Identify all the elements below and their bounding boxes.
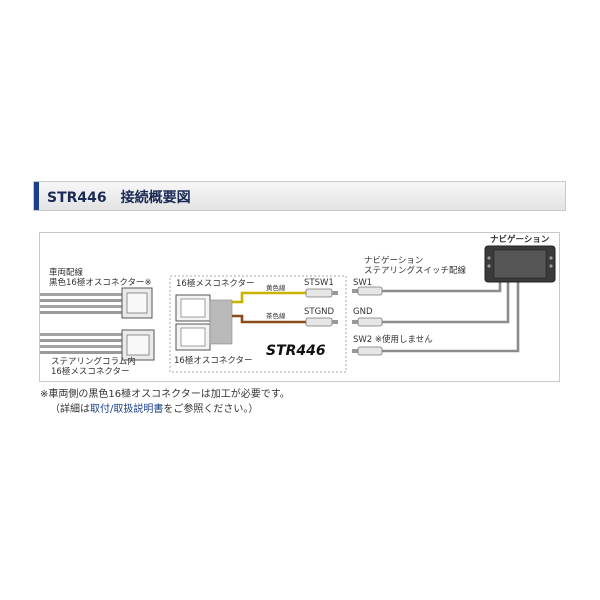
manual-link[interactable]: 取付/取扱説明書 [90, 404, 164, 415]
brown-wire [232, 314, 306, 324]
stgnd-label: STGND [304, 307, 335, 317]
product-female-16pin-connector [175, 294, 211, 322]
vehicle-connector-label-line1: 車両配線 [49, 268, 84, 278]
nav-sw1-wire [382, 282, 502, 293]
nav-wiring-label-line2: ステアリングスイッチ配線 [364, 266, 467, 276]
nav-wiring-label-line1: ナビゲーション [364, 256, 424, 266]
nav-wiring-label: ナビゲーション ステアリングスイッチ配線 [364, 256, 466, 276]
column-connector-label-line2: 16極メスコネクター [51, 367, 130, 377]
column-connector-label: ステアリングコラム内 16極メスコネクター [51, 357, 136, 377]
column-female-16pin-connector [121, 329, 155, 361]
note-see-manual: （詳細は取付/取扱説明書をご参照ください。） [50, 403, 258, 416]
male16-label: 16極オスコネクター [174, 356, 253, 366]
stsw1-label: STSW1 [304, 278, 334, 288]
sw2-label: SW2 ※使用しません [353, 335, 433, 345]
gnd-label: GND [353, 307, 373, 317]
stgnd-terminal [305, 317, 338, 327]
vehicle-male-16pin-connector [121, 287, 153, 319]
product-harness [209, 299, 233, 345]
yellow-wire [232, 291, 306, 304]
note-processing-required: ※車両側の黒色16極オスコネクターは加工が必要です。 [40, 389, 290, 400]
vehicle-connector-label-line2: 黒色16極オスコネクター※ [49, 278, 152, 288]
note-prefix: （詳細は [50, 404, 90, 415]
nav-gnd-wire [382, 282, 510, 324]
product-outline [169, 275, 347, 373]
yellow-wire-label: 黄色線 [266, 284, 286, 292]
navigation-unit [484, 245, 556, 283]
nav-sw2-wire [382, 282, 520, 353]
product-name-label: STR446 [266, 343, 326, 359]
steering-column-cable [40, 333, 122, 354]
section-heading: 接続概要図 [120, 190, 191, 206]
title-accent [34, 182, 39, 210]
section-title-bar: STR446 接続概要図 [33, 181, 566, 211]
nav-gnd-terminal [352, 317, 383, 327]
section-title: STR446 接続概要図 [47, 187, 191, 207]
note-suffix: をご参照ください。） [163, 404, 259, 415]
vehicle-connector-label: 車両配線 黒色16極オスコネクター※ [49, 268, 152, 288]
product-model: STR446 [47, 190, 107, 206]
brown-wire-label: 茶色線 [266, 312, 286, 320]
vehicle-harness-cable [40, 293, 122, 314]
female16-label: 16極メスコネクター [176, 279, 255, 289]
sw1-label: SW1 [353, 278, 373, 288]
stsw1-terminal [305, 288, 338, 298]
nav-sw1-terminal [352, 286, 383, 296]
navigation-label: ナビゲーション [490, 235, 550, 245]
nav-sw2-terminal [352, 346, 383, 356]
column-connector-label-line1: ステアリングコラム内 [51, 357, 136, 367]
product-male-16pin-connector [175, 323, 211, 351]
